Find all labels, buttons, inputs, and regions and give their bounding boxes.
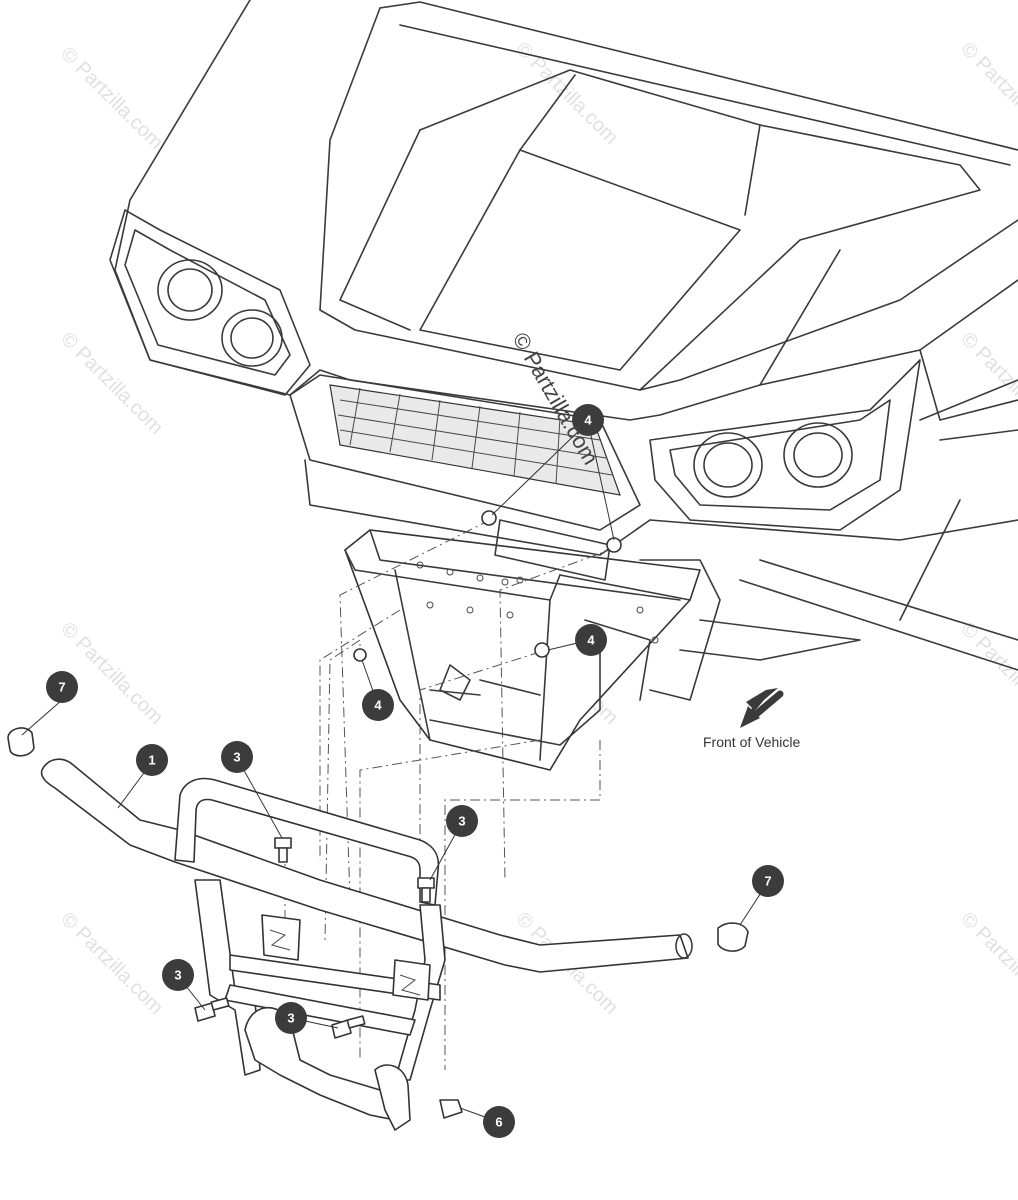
callout-7a-label: 7 — [58, 680, 65, 695]
watermark-3: © Partzilla.com — [956, 38, 1018, 149]
callout-1-label: 1 — [148, 753, 155, 768]
callout-1[interactable]: 1 — [136, 744, 168, 776]
callout-6[interactable]: 6 — [483, 1106, 515, 1138]
callout-4b-label: 4 — [587, 633, 595, 648]
watermark-1: © Partzilla.com — [56, 43, 167, 154]
watermark-8: © Partzilla.com — [956, 618, 1018, 729]
watermark-11: © Partzilla.com — [956, 908, 1018, 1019]
callout-7b[interactable]: 7 — [752, 865, 784, 897]
front-of-vehicle-label: Front of Vehicle — [703, 734, 800, 750]
nut-4d — [353, 648, 367, 662]
front-arrow-shaft — [750, 690, 784, 720]
callout-3c[interactable]: 3 — [162, 959, 194, 991]
callout-4c-label: 4 — [374, 698, 382, 713]
callout-3d[interactable]: 3 — [275, 1002, 307, 1034]
callout-4c[interactable]: 4 — [362, 689, 394, 721]
front-bumper-assembly — [40, 758, 693, 1131]
nut-4b — [606, 537, 622, 553]
callout-4a-label: 4 — [584, 413, 592, 428]
bolt-3a — [274, 837, 292, 863]
watermark-6: © Partzilla.com — [56, 618, 167, 729]
watermark-9: © Partzilla.com — [56, 908, 167, 1019]
bolts — [194, 837, 435, 1039]
end-plug-right — [717, 922, 749, 952]
end-plugs — [7, 727, 749, 952]
callout-3c-label: 3 — [174, 968, 181, 983]
callout-3d-label: 3 — [287, 1011, 294, 1026]
front-arrow-head — [740, 706, 760, 728]
vehicle-front-body — [109, 0, 1018, 671]
end-plug-left — [7, 727, 35, 757]
callout-7b-label: 7 — [764, 874, 771, 889]
nut-4c — [534, 642, 550, 658]
callout-3b[interactable]: 3 — [446, 805, 478, 837]
callout-4a[interactable]: 4 — [572, 404, 604, 436]
callout-6-label: 6 — [495, 1115, 502, 1130]
bolt-3b — [417, 877, 435, 903]
bolt-3d — [331, 1015, 366, 1039]
nuts — [353, 510, 622, 662]
part-6-fastener — [439, 1099, 463, 1119]
bolt-3c — [194, 997, 230, 1022]
watermark-4: © Partzilla.com — [56, 328, 167, 439]
front-frame-bracket — [344, 519, 861, 771]
callout-7a[interactable]: 7 — [46, 671, 78, 703]
front-arrow-icon — [742, 688, 778, 725]
callout-3b-label: 3 — [458, 814, 465, 829]
callout-3a-label: 3 — [233, 750, 240, 765]
callout-3a[interactable]: 3 — [221, 741, 253, 773]
front-of-vehicle-indicator: Front of Vehicle — [703, 688, 800, 750]
callout-4b[interactable]: 4 — [575, 624, 607, 656]
